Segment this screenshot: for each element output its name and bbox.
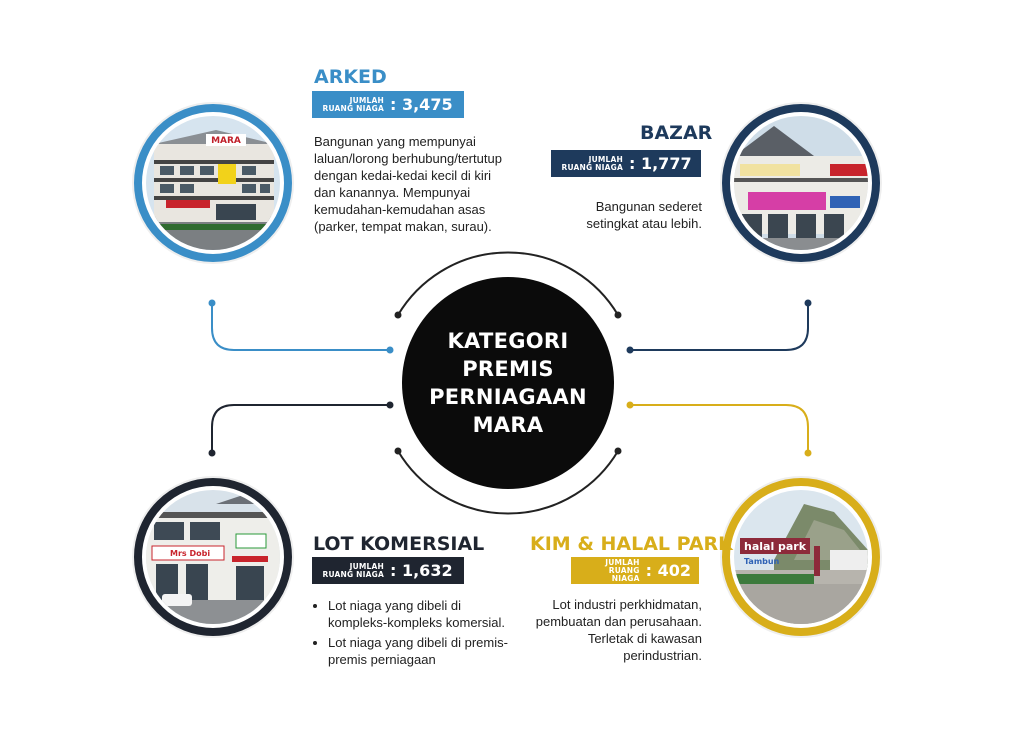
lot-description: Lot niaga yang dibeli di kompleks-komple… — [314, 597, 514, 671]
bottom-arc — [397, 450, 619, 515]
bazar-title: BAZAR — [640, 122, 713, 144]
lot-building-image: Mrs Dobi — [146, 490, 280, 624]
kim-connector — [630, 404, 809, 453]
bazar-building-image — [734, 116, 868, 250]
kim-title: KIM & HALAL PARK — [530, 533, 733, 555]
center-title: KATEGORI PREMIS PERNIAGAAN MARA — [429, 329, 587, 437]
arked-badge: JUMLAH RUANG NIAGA : 3,475 — [312, 91, 464, 118]
kim-sign-right: park — [778, 540, 807, 553]
arked-value: : 3,475 — [390, 95, 453, 114]
lot-bullet-item: Lot niaga yang dibeli di premis-premis p… — [328, 634, 514, 668]
arked-description: Bangunan yang mempunyai laluan/lorong be… — [314, 134, 502, 234]
badge-label: JUMLAH RUANG NIAGA — [322, 95, 384, 113]
badge-label: JUMLAH RUANG NIAGA — [605, 557, 640, 583]
lot-title: LOT KOMERSIAL — [313, 533, 485, 555]
arc-dot — [614, 311, 622, 319]
top-arc — [397, 251, 619, 316]
kim-badge: JUMLAH RUANG NIAGA : 402 — [571, 557, 699, 584]
arked-sign: MARA — [211, 136, 241, 146]
bazar-badge: JUMLAH RUANG NIAGA : 1,777 — [551, 150, 701, 177]
lot-bullet-list: Lot niaga yang dibeli di kompleks-komple… — [314, 597, 514, 668]
arked-connector — [211, 303, 390, 351]
bazar-value: : 1,777 — [629, 154, 692, 173]
lot-bullet-item: Lot niaga yang dibeli di kompleks-komple… — [328, 597, 514, 631]
kim-photo: halal park Tambun — [722, 478, 880, 636]
center-circle: KATEGORI PREMIS PERNIAGAAN MARA — [402, 277, 614, 489]
badge-label: JUMLAH RUANG NIAGA — [322, 561, 384, 579]
lot-connector — [211, 404, 390, 453]
kim-value: : 402 — [645, 561, 691, 580]
arc-dot — [394, 311, 402, 319]
bazar-description: Bangunan sederet setingkat atau lebih. — [586, 199, 702, 231]
bazar-connector — [630, 303, 809, 351]
kim-sign-sub: Tambun — [744, 557, 780, 566]
kim-park-image: halal park Tambun — [734, 490, 868, 624]
arked-photo: MARA — [134, 104, 292, 262]
badge-label: JUMLAH RUANG NIAGA — [561, 154, 623, 172]
bazar-photo — [722, 104, 880, 262]
lot-value: : 1,632 — [390, 561, 453, 580]
arked-title: ARKED — [314, 66, 387, 88]
kim-sign-left: halal — [744, 540, 774, 553]
arc-dot — [614, 447, 622, 455]
kim-description: Lot industri perkhidmatan, pembuatan dan… — [535, 597, 702, 663]
arked-building-image: MARA — [146, 116, 280, 250]
lot-sign: Mrs Dobi — [170, 549, 210, 558]
lot-photo: Mrs Dobi — [134, 478, 292, 636]
lot-badge: JUMLAH RUANG NIAGA : 1,632 — [312, 557, 464, 584]
arc-dot — [394, 447, 402, 455]
